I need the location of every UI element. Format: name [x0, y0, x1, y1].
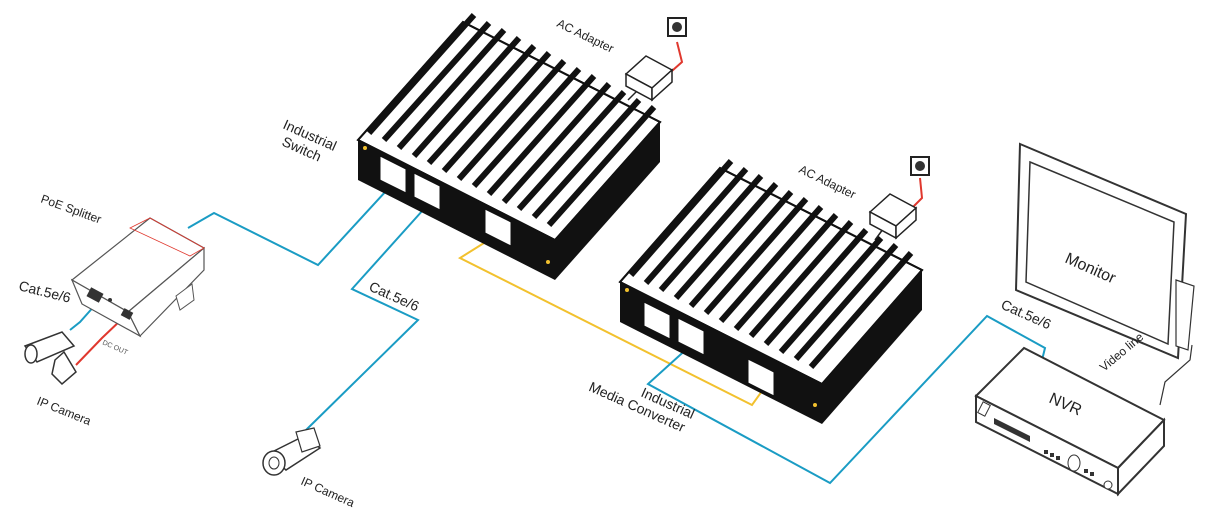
cat-cable-label-left: Cat.5e/6: [17, 277, 72, 305]
nvr-icon: [974, 346, 1166, 497]
ac-adapter-icon: [624, 55, 674, 102]
ac-adapter-icon: [868, 193, 918, 240]
ac-adapter-label-2: AC Adapter: [797, 162, 858, 201]
media-converter-label: Industrial Media Converter: [587, 364, 701, 438]
dc-power-cable: [75, 317, 124, 366]
monitor-icon: [1014, 142, 1195, 360]
video-line-label: Video line: [1097, 330, 1146, 375]
ac-adapter-label-1: AC Adapter: [555, 16, 616, 55]
wall-outlet-icon: [910, 156, 930, 176]
ethernet-cable-camera-2: [305, 199, 433, 431]
poe-splitter-icon: [70, 217, 206, 338]
switch-icon: [356, 13, 662, 280]
ethernet-cable-splitter: [187, 177, 399, 267]
ethernet-cable-nvr: [646, 314, 1047, 485]
poe-splitter-label: PoE Splitter: [39, 192, 103, 227]
industrial-switch-label: Industrial Switch: [274, 116, 342, 170]
wall-outlet-icon: [667, 17, 687, 37]
ethernet-cable-camera-1: [69, 303, 97, 331]
ip-camera-icon: [262, 427, 322, 476]
ip-camera-label-2: IP Camera: [299, 474, 357, 510]
media-converter-icon: [618, 159, 924, 424]
dc-out-label: DC OUT: [101, 339, 129, 357]
video-line-cable: [1159, 344, 1193, 406]
ip-camera-label-1: IP Camera: [35, 394, 94, 429]
ip-camera-icon: [23, 331, 77, 386]
